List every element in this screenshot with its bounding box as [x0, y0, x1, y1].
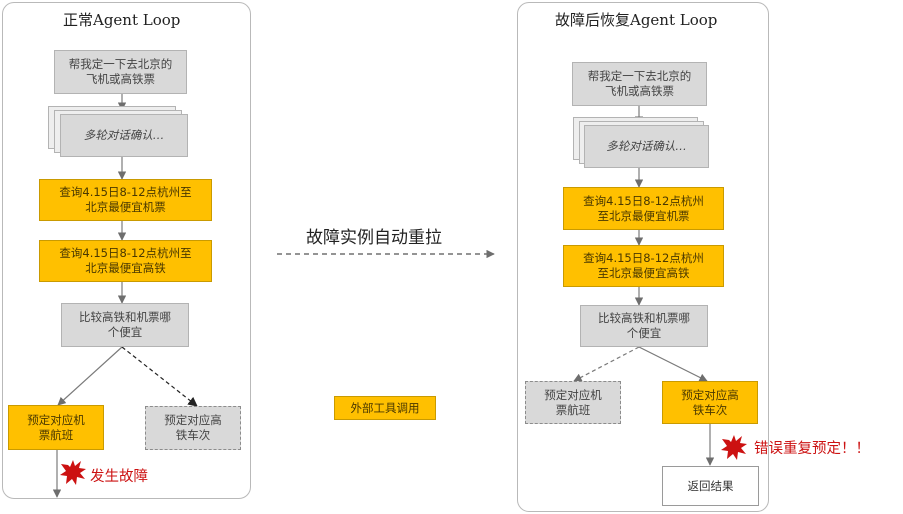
left-book-train-box: 预定对应高 铁车次 [145, 406, 241, 450]
left-arrow-5 [57, 346, 123, 406]
failure-burst-icon [60, 460, 86, 485]
left-multi-turn-box: 多轮对话确认… [60, 114, 188, 157]
left-query-flight-box: 查询4.15日8-12点杭州至 北京最便宜机票 [39, 179, 212, 221]
right-book-request-box: 帮我定一下去北京的 飞机或高铁票 [572, 62, 707, 106]
left-compare-box: 比较高铁和机票哪 个便宜 [61, 303, 189, 347]
left-panel-title: 正常Agent Loop [63, 11, 181, 29]
right-multi-turn-box: 多轮对话确认… [584, 125, 709, 168]
restart-label: 故障实例自动重拉 [306, 228, 442, 248]
right-query-flight-box: 查询4.15日8-12点杭州 至北京最便宜机票 [563, 187, 724, 230]
right-book-flight-box: 预定对应机 票航班 [525, 381, 621, 424]
left-query-train-box: 查询4.15日8-12点杭州至 北京最便宜高铁 [39, 240, 212, 282]
right-panel-title: 故障后恢复Agent Loop [555, 11, 718, 29]
right-compare-box: 比较高铁和机票哪 个便宜 [580, 305, 708, 347]
external-tool-legend: 外部工具调用 [334, 396, 436, 420]
right-return-box: 返回结果 [662, 466, 759, 506]
error-label: 错误重复预定！！ [754, 441, 870, 457]
left-book-flight-box: 预定对应机 票航班 [8, 405, 104, 450]
left-arrow-6 [121, 346, 198, 407]
error-burst-icon [721, 435, 747, 460]
failure-label: 发生故障 [90, 469, 148, 485]
left-book-request-box: 帮我定一下去北京的 飞机或高铁票 [54, 50, 187, 94]
right-arrow-5 [573, 346, 640, 382]
right-query-train-box: 查询4.15日8-12点杭州 至北京最便宜高铁 [563, 245, 724, 287]
right-arrow-6 [638, 346, 708, 382]
right-book-train-box: 预定对应高 铁车次 [662, 381, 758, 424]
